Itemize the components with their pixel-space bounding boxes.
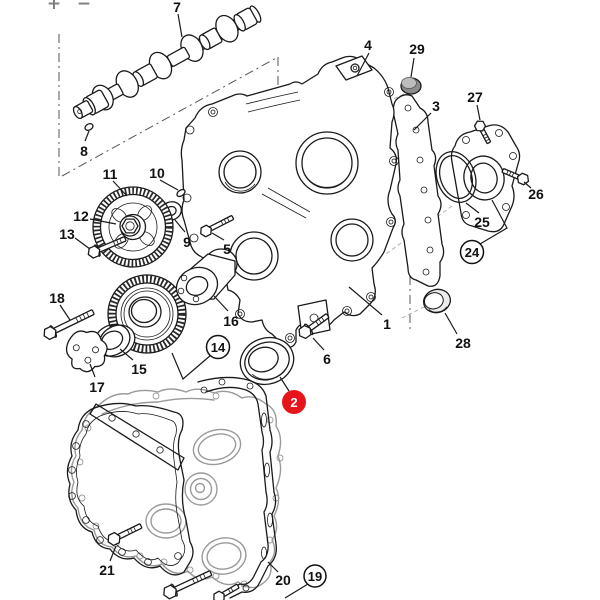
rear-gasket-drawing bbox=[392, 94, 445, 287]
callout-26: 26 bbox=[528, 186, 544, 202]
callout-16: 16 bbox=[223, 313, 239, 329]
callout-5: 5 bbox=[223, 241, 231, 257]
callout-19-circled: 19 bbox=[303, 564, 327, 588]
leader-lines bbox=[59, 13, 532, 599]
gear-bolt-drawing bbox=[87, 236, 127, 259]
svg-text:14: 14 bbox=[211, 340, 226, 355]
callout-13: 13 bbox=[59, 226, 75, 242]
callout-21: 21 bbox=[99, 562, 115, 578]
camshaft-drawing bbox=[72, 5, 262, 120]
timing-case-drawing bbox=[180, 55, 399, 348]
callout-28: 28 bbox=[455, 335, 471, 351]
callout-29: 29 bbox=[409, 41, 425, 57]
callout-18: 18 bbox=[49, 290, 65, 306]
callout-6: 6 bbox=[323, 351, 331, 367]
cup-plug-drawing bbox=[422, 288, 452, 314]
zoom-out-button[interactable]: − bbox=[77, 0, 91, 14]
callout-1: 1 bbox=[383, 316, 391, 332]
callout-3: 3 bbox=[432, 98, 440, 114]
callout-15: 15 bbox=[131, 361, 147, 377]
svg-text:2: 2 bbox=[290, 395, 297, 410]
svg-text:24: 24 bbox=[465, 245, 480, 260]
callout-2-highlighted-badge[interactable]: 2 bbox=[282, 390, 306, 414]
cover-bolt-drawing bbox=[107, 523, 143, 547]
o-ring-drawing bbox=[435, 151, 477, 203]
key-drawing bbox=[176, 188, 186, 198]
callout-labels: 7 8 11 10 12 13 9 5 18 16 15 17 14 2 6 1… bbox=[49, 0, 544, 588]
seal-housing-bolt-lower-drawing bbox=[501, 168, 530, 186]
cover-gasket-left-drawing bbox=[66, 402, 194, 576]
callout-24-circled: 24 bbox=[459, 239, 485, 265]
cover-gasket-right-drawing bbox=[197, 376, 277, 599]
callout-11: 11 bbox=[103, 166, 118, 182]
callout-7: 7 bbox=[173, 0, 181, 15]
callout-4: 4 bbox=[364, 37, 372, 53]
callout-10: 10 bbox=[149, 165, 165, 181]
cover-long-bolt-drawing bbox=[163, 570, 213, 600]
cam-plug-drawing bbox=[84, 123, 94, 131]
zoom-in-button[interactable]: + bbox=[47, 0, 61, 14]
callout-20: 20 bbox=[275, 572, 291, 588]
front-seal-drawing bbox=[239, 336, 295, 386]
timing-cover-drawing bbox=[70, 388, 284, 589]
callout-8: 8 bbox=[80, 143, 88, 159]
callout-27: 27 bbox=[467, 89, 483, 105]
gear-nut-drawing bbox=[119, 215, 141, 237]
case-stud-bolt-drawing bbox=[200, 215, 235, 238]
flange-plate-drawing bbox=[65, 330, 108, 373]
svg-text:19: 19 bbox=[308, 569, 322, 584]
camshaft-gear-drawing bbox=[92, 186, 174, 268]
cap-plug-drawing bbox=[400, 77, 422, 95]
callout-14-circled: 14 bbox=[205, 334, 231, 360]
idler-shaft-bolt-drawing bbox=[43, 309, 95, 341]
callout-17: 17 bbox=[89, 379, 105, 395]
callout-12: 12 bbox=[73, 208, 89, 224]
hub-drawing bbox=[175, 248, 238, 306]
callout-9: 9 bbox=[183, 234, 191, 250]
callout-25: 25 bbox=[474, 214, 490, 230]
case-bolt-drawing bbox=[298, 313, 330, 340]
seal-housing-bolt-upper-drawing bbox=[473, 120, 491, 145]
